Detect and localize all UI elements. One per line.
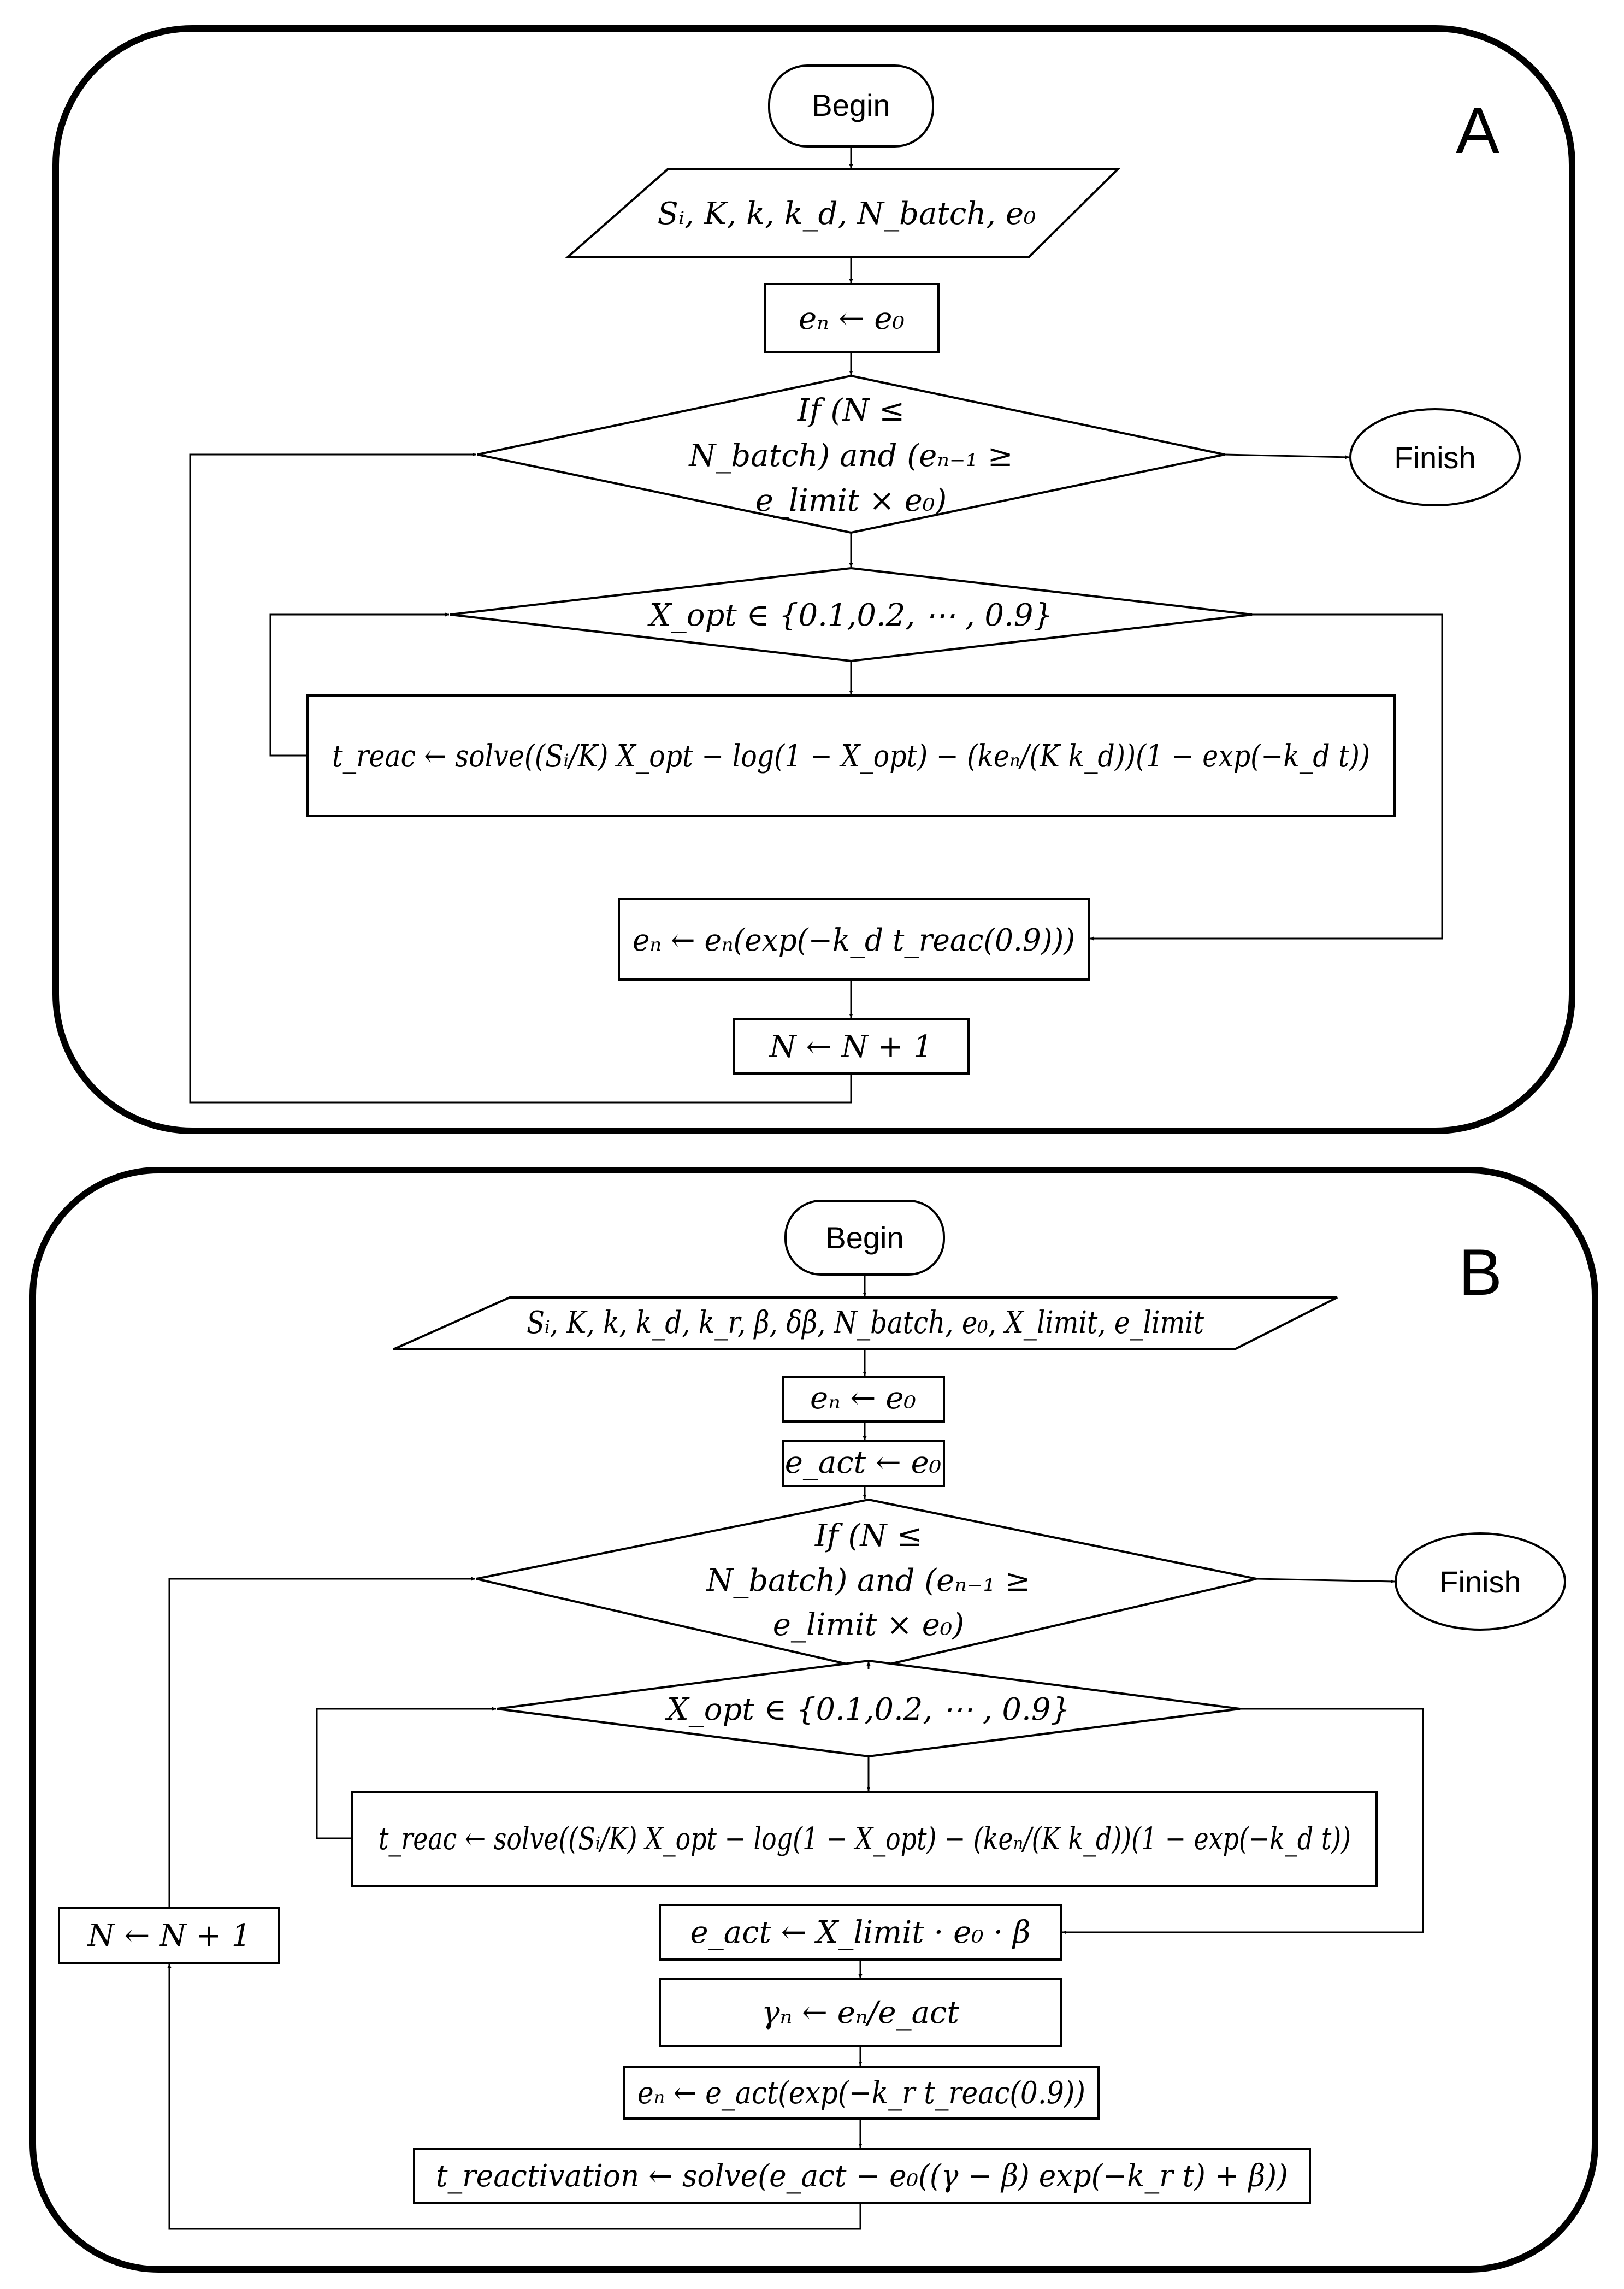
panel-b-edge-reactivation-increment	[167, 1964, 861, 2230]
panel-b-edge-increment-condition-loop	[168, 1577, 475, 1908]
panel-b-act-update-label: e_act ← X_limit · e₀ · β	[690, 1915, 1031, 1950]
panel-a-frame	[52, 25, 1575, 1134]
panel-b-edges	[167, 1275, 1424, 2230]
panel-b-init-label: eₙ ← e₀	[810, 1381, 916, 1416]
panel-b-increment-node	[58, 1907, 280, 1964]
panel-a-finish-node	[1349, 408, 1521, 506]
panel-b-gamma-node	[659, 1978, 1062, 2047]
panel-a-edge-solve-xopt-loop	[269, 612, 449, 757]
panel-a-edge-condition-finish	[1224, 453, 1350, 459]
panel-b-init-act-node	[782, 1440, 945, 1487]
panel-b-frame	[29, 1167, 1598, 2273]
panel-a-edges	[189, 146, 1443, 1104]
panel-a-increment-label: N ← N + 1	[769, 1029, 933, 1065]
panel-b-gamma-label: γₙ ← eₙ/e_act	[761, 1995, 959, 2031]
panel-a-input-label: Sᵢ, K, k, k_d, N_batch, e₀	[658, 196, 1036, 232]
panel-a-condition-line-1: If (N ≤	[797, 393, 905, 428]
panel-b-input-label: Sᵢ, K, k, k_d, k_r, β, δβ, N_batch, e₀, …	[527, 1305, 1204, 1341]
panel-b-init-node	[782, 1376, 945, 1423]
panel-a-solve-node	[306, 694, 1396, 817]
panel-a-label: A	[1456, 94, 1499, 167]
panel-a-increment-node	[733, 1018, 970, 1075]
panel-b-reactivation-label: t_reactivation ← solve(e_act − e₀((γ − β…	[436, 2158, 1288, 2194]
panel-b-solve-label: t_reac ← solve((Sᵢ/K) X_opt − log(1 − X_…	[379, 1821, 1351, 1857]
panel-b-solve-node	[351, 1791, 1378, 1887]
panel-b-edge-solve-xopt-loop	[316, 1707, 496, 1839]
panel-b-xopt-label: X_opt ∈ {0.1,0.2, ⋯ , 0.9}	[665, 1692, 1070, 1727]
panel-a-solve-label: t_reac ← solve((Sᵢ/K) X_opt − log(1 − X_…	[332, 739, 1370, 774]
panel-b-init-act-label: e_act ← e₀	[785, 1445, 942, 1480]
panel-b-finish-node	[1395, 1532, 1566, 1631]
panel-a-condition-line-3: e_limit × e₀)	[755, 483, 947, 518]
panel-b-act-update-node	[659, 1904, 1062, 1961]
panel-b-condition-line-1: If (N ≤	[814, 1518, 922, 1554]
panel-b-label: B	[1458, 1236, 1502, 1309]
panel-a-xopt-label: X_opt ∈ {0.1,0.2, ⋯ , 0.9}	[647, 598, 1053, 633]
panel-b-update-label: eₙ ← e_act(exp(−k_r t_reac(0.9))	[637, 2075, 1085, 2111]
panel-b-condition-line-2: N_batch) and (eₙ₋₁ ≥	[705, 1563, 1030, 1598]
panel-b-update-node	[623, 2066, 1100, 2120]
panel-a-update-node	[618, 898, 1090, 981]
panel-b-edge-xopt-actupdate	[1062, 1708, 1424, 1934]
panel-a-update-label: eₙ ← eₙ(exp(−k_d t_reac(0.9)))	[633, 923, 1075, 958]
panel-b-increment-label: N ← N + 1	[87, 1918, 251, 1954]
panel-b-reactivation-node	[413, 2148, 1311, 2204]
panel-b: B Begin Sᵢ, K, k, k_d, k_r, β, δβ, N_bat…	[29, 1167, 1598, 2273]
panel-b-input-node	[393, 1296, 1338, 1350]
panel-a-input-node	[565, 168, 1120, 258]
panel-a-edge-xopt-update	[1090, 613, 1443, 941]
panel-b-edge-condition-finish	[1256, 1578, 1395, 1584]
panel-a-init-label: eₙ ← e₀	[799, 301, 905, 337]
panel-b-finish-label: Finish	[1439, 1565, 1521, 1599]
panel-a: A Begin Sᵢ, K, k, k_d, N_batch, e₀ eₙ ← …	[52, 25, 1575, 1134]
panel-a-edge-increment-condition-loop	[189, 452, 852, 1104]
panel-a-condition-line-2: N_batch) and (eₙ₋₁ ≥	[688, 438, 1013, 474]
panel-b-condition-line-3: e_limit × e₀)	[773, 1607, 964, 1643]
panel-a-begin-label: Begin	[812, 88, 890, 122]
panel-a-finish-label: Finish	[1394, 440, 1475, 475]
panel-b-begin-label: Begin	[825, 1220, 903, 1255]
